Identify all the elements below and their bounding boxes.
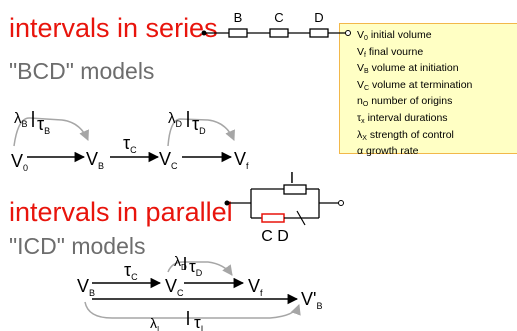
- resistor-b: [228, 28, 248, 38]
- resistor-cd: [261, 213, 285, 223]
- parallel-circuit: I C D: [224, 170, 344, 245]
- tau-d: τD: [192, 114, 206, 136]
- legend-symbol: V: [357, 45, 365, 58]
- series-title: intervals in series: [9, 13, 218, 43]
- vb-node-p: VB: [77, 276, 95, 298]
- label-b: B: [234, 10, 243, 25]
- label-i: I: [290, 170, 294, 187]
- legend-text: number of origins: [371, 95, 453, 108]
- lambda-i: λI: [150, 315, 159, 331]
- label-cd: C D: [261, 228, 289, 245]
- resistor-i: [283, 184, 307, 195]
- vpb-node: V'B: [301, 289, 322, 311]
- legend-symbol: τ: [357, 111, 362, 124]
- legend-symbol: n: [357, 95, 363, 108]
- legend-item: α growth rate: [357, 145, 517, 162]
- tau-i: τI: [194, 313, 203, 331]
- legend-symbol: V: [357, 78, 365, 91]
- legend-symbol: V: [357, 29, 365, 41]
- legend-text: volume at termination: [372, 78, 473, 91]
- vc-node: VC: [159, 149, 178, 171]
- legend-subscript: X: [362, 134, 367, 142]
- legend-subscript: f: [364, 51, 366, 59]
- label-d: D: [314, 10, 323, 25]
- legend-text: strength of control: [369, 128, 454, 141]
- tau-c-p: τC: [124, 260, 138, 282]
- legend-item: nO number of origins: [357, 95, 517, 112]
- v0-node: V0: [11, 151, 28, 173]
- control-arrow-i: [84, 301, 301, 319]
- legend-text: initial volume: [370, 29, 432, 41]
- vc-node-p: VC: [165, 276, 184, 298]
- series-subtitle: "BCD" models: [9, 58, 155, 84]
- legend-item: VB volume at initiation: [357, 62, 517, 79]
- lambda-d: λD: [168, 110, 183, 129]
- legend-subscript: 0: [364, 35, 368, 42]
- legend-subscript: C: [364, 84, 370, 92]
- legend-item: τx interval durations: [357, 112, 517, 129]
- parallel-flow: τC λD τD VB VC Vf V'B λI τI: [77, 253, 322, 331]
- resistor-d: [309, 28, 329, 38]
- legend-symbol: α: [357, 145, 364, 158]
- legend-item: VC volume at termination: [357, 79, 517, 96]
- series-circuit: B C D: [201, 10, 351, 38]
- legend-item: Vf final vourne: [357, 46, 517, 63]
- legend-text: final vourne: [368, 45, 424, 58]
- vf-node: Vf: [234, 149, 249, 171]
- series-flow: λB τB τC λD τD V0 VB VC Vf: [11, 110, 249, 173]
- lambda-d-p: λD: [174, 253, 187, 272]
- legend-item: V0 initial volume: [357, 29, 517, 46]
- legend-subscript: O: [362, 101, 369, 109]
- legend-text: growth rate: [366, 145, 419, 158]
- vf-node-p: Vf: [248, 276, 263, 298]
- legend-subscript: B: [364, 68, 369, 76]
- tau-b: τB: [37, 114, 50, 136]
- tau-c: τC: [123, 133, 137, 155]
- legend-subscript: x: [361, 117, 365, 125]
- legend-text: interval durations: [367, 111, 448, 124]
- vb-node: VB: [86, 149, 104, 171]
- variable-slash: [296, 210, 306, 226]
- control-arrow-d-p: [167, 261, 233, 276]
- label-c: C: [274, 10, 283, 25]
- parallel-subtitle: "ICD" models: [9, 233, 146, 259]
- legend-symbol: V: [357, 62, 365, 75]
- control-arrow-b: [13, 117, 89, 147]
- legend-symbol: λ: [357, 128, 363, 141]
- legend-item: λX strength of control: [357, 129, 517, 146]
- control-arrow-d: [167, 118, 235, 147]
- parallel-title: intervals in parallel: [9, 197, 233, 227]
- tau-d-p: τD: [189, 257, 203, 278]
- resistor-c: [269, 28, 289, 38]
- lambda-b: λB: [14, 110, 28, 129]
- legend-text: volume at initiation: [371, 62, 459, 75]
